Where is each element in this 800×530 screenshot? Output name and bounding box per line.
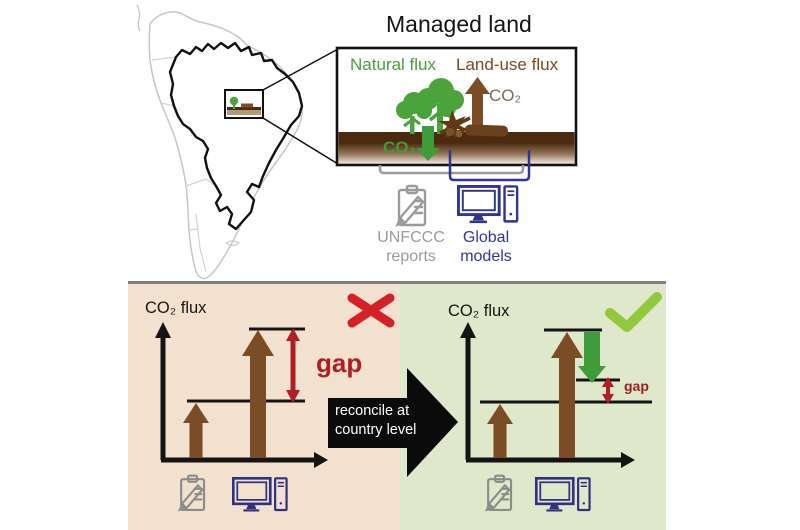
global-models-line1: Global [462,229,510,246]
after-clipboard-icon [484,474,513,512]
reconcile-label: reconcile at country level [335,402,416,440]
clipboard-pencil-icon [394,184,427,228]
co2-emission-arrow-icon [465,77,490,134]
comparison-block: CO₂ flux CO₂ flux gap gap reconcile at c… [128,281,666,530]
reconcile-arrow [328,368,458,477]
after-gap-label: gap [624,378,649,394]
unfccc-line1: UNFCCC [377,229,445,246]
block-top-border [128,281,666,284]
map-inset-box [224,89,264,119]
after-gap-arrow [602,377,614,404]
before-gap-arrow [286,328,300,403]
global-models-line2: models [460,248,512,265]
trees-icon [396,78,464,134]
tierra-del-fuego [224,240,240,247]
unfccc-reports-label: UNFCCC reports [367,228,455,266]
land-use-flux-label: Land-use flux [456,55,559,74]
before-axes [160,336,316,463]
comparison-figure [155,292,662,512]
after-y-axis-arrowhead [460,322,476,338]
before-axis-label: CO₂ flux [145,299,207,317]
after-model-flux-arrow [551,332,583,458]
after-axis-label: CO₂ flux [448,302,510,320]
country-borders [151,56,219,273]
before-gap-label: gap [316,348,363,378]
brazil-outline [168,41,304,231]
after-report-flux-arrow [487,404,513,458]
after-x-axis-arrowhead [621,452,635,468]
trinidad-islands [136,4,141,32]
co2-emission-label: CO₂ [489,86,522,105]
before-clipboard-icon [177,474,206,512]
natural-flux-correction-arrow [578,332,606,383]
natural-flux-label: Natural flux [350,55,436,74]
before-model-flux-arrow [242,330,274,458]
managed-land-title: Managed land [386,11,532,37]
reconcile-line2: country level [335,422,417,438]
before-y-axis-arrowhead [155,322,171,338]
top-figure [136,4,578,280]
south-america-map [136,4,339,280]
before-x-axis-arrowhead [314,452,328,468]
after-computer-icon [535,477,591,512]
cross-icon [347,293,395,328]
before-report-flux-arrow [183,403,209,458]
check-icon [605,292,662,332]
reconcile-line1: reconcile at [335,403,410,419]
models-bracket [448,150,531,182]
reports-bracket [378,165,525,175]
harvested-logs-icon [438,110,508,139]
unfccc-line2: reports [386,248,436,265]
zoom-callout-lines [262,48,339,165]
soil-band [338,132,575,164]
co2-uptake-arrow-icon [416,126,440,161]
managed-land-inset [335,46,578,167]
global-models-label: Global models [451,228,521,266]
before-computer-icon [232,477,288,512]
after-axes [465,336,623,463]
desktop-computer-icon [456,185,519,224]
co2-uptake-label: CO₂ [383,138,417,157]
